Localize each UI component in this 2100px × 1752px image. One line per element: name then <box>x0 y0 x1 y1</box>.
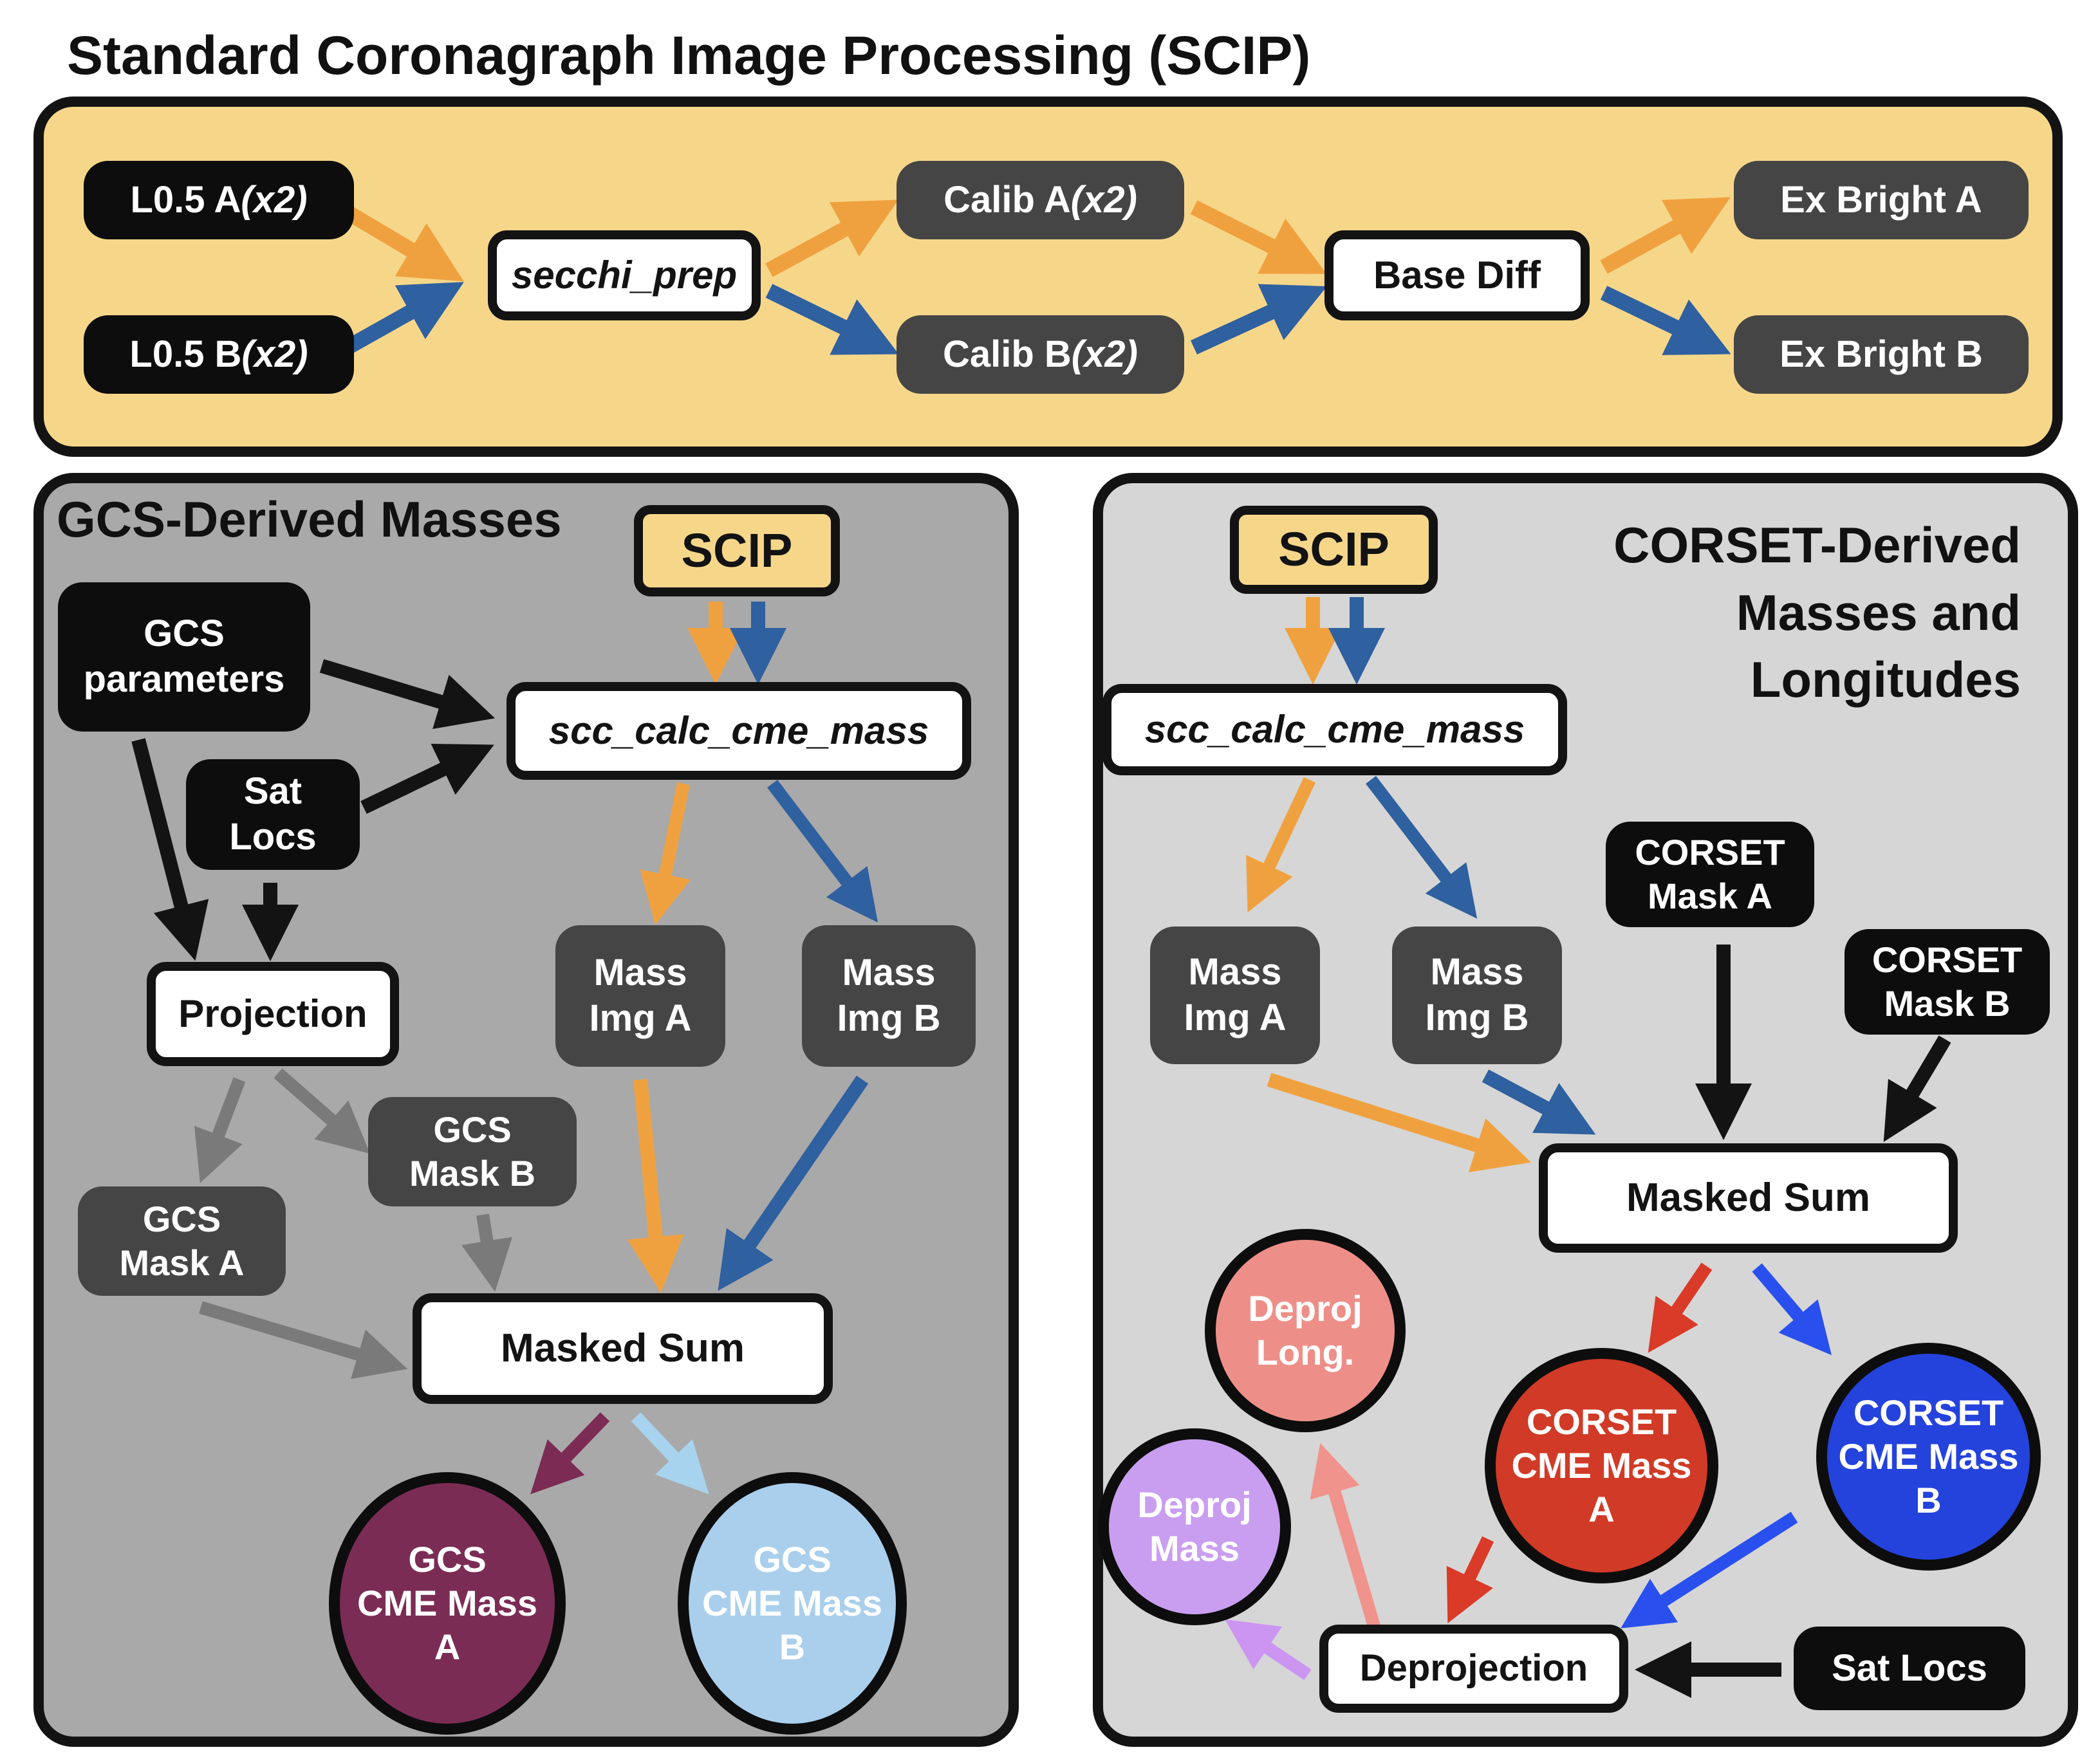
scip-right-label: SCIP <box>1278 522 1389 576</box>
deproj-long-line1: Deproj <box>1248 1287 1362 1329</box>
node-corset-mask-a: CORSET Mask A <box>1606 822 1814 927</box>
corset-cme-a-line3: A <box>1588 1489 1615 1530</box>
secchi-prep-label: secchi_prep <box>511 254 738 297</box>
calib-a-x2: (x2) <box>1070 178 1137 221</box>
node-ex-bright-a: Ex Bright A <box>1734 161 2029 239</box>
gcs-cme-b-line3: B <box>779 1627 806 1668</box>
node-ex-bright-b: Ex Bright B <box>1734 315 2029 394</box>
node-scc-calc-right: scc_calc_cme_mass <box>1102 684 1567 775</box>
corset-mask-b-line1: CORSET <box>1872 939 2023 980</box>
corset-mask-b-line2: Mask B <box>1884 983 2011 1024</box>
mass-img-b-left-line1: Mass <box>842 952 936 994</box>
node-secchi-prep: secchi_prep <box>488 230 761 320</box>
corset-header-line1: CORSET-Derived <box>1613 517 2021 573</box>
node-l05-a: L0.5 A (x2) <box>84 161 354 239</box>
node-scip-left: SCIP <box>634 505 840 596</box>
node-sat-locs-left: Sat Locs <box>186 759 360 870</box>
gcs-panel-header: GCS-Derived Masses <box>57 491 562 548</box>
masked-sum-left-label: Masked Sum <box>500 1326 745 1371</box>
node-scc-calc-left: scc_calc_cme_mass <box>506 682 971 780</box>
node-gcs-cme-mass-a: GCS CME Mass A <box>329 1472 566 1735</box>
scc-calc-left-label: scc_calc_cme_mass <box>548 709 929 753</box>
ex-bright-b-label: Ex Bright B <box>1779 333 1983 375</box>
scc-calc-right-label: scc_calc_cme_mass <box>1144 708 1525 752</box>
mass-img-a-right-line2: Img A <box>1184 997 1287 1038</box>
l05-b-label: L0.5 B <box>129 333 242 375</box>
node-gcs-mask-a: GCS Mask A <box>78 1186 286 1296</box>
masked-sum-right-label: Masked Sum <box>1626 1176 1871 1221</box>
mass-img-a-left-line1: Mass <box>593 952 687 994</box>
node-gcs-cme-mass-b: GCS CME Mass B <box>678 1472 907 1735</box>
mass-img-b-right-line2: Img B <box>1425 997 1529 1038</box>
corset-cme-b-line1: CORSET <box>1853 1392 2004 1433</box>
sat-locs-left-line1: Sat <box>243 770 302 813</box>
gcs-cme-a-line3: A <box>434 1627 461 1668</box>
node-mass-img-b-left: Mass Img B <box>802 925 976 1067</box>
gcs-mask-a-line2: Mask A <box>119 1242 245 1283</box>
node-l05-b: L0.5 B (x2) <box>84 315 354 394</box>
ex-bright-a-label: Ex Bright A <box>1780 178 1982 221</box>
gcs-cme-a-line1: GCS <box>408 1538 487 1580</box>
node-corset-cme-mass-b: CORSET CME Mass B <box>1816 1343 2041 1571</box>
scip-panel <box>33 97 2063 457</box>
gcs-parameters-line2: parameters <box>83 658 285 700</box>
node-projection: Projection <box>147 962 399 1066</box>
node-base-diff: Base Diff <box>1324 230 1590 320</box>
node-masked-sum-right: Masked Sum <box>1539 1143 1958 1253</box>
calib-a-label: Calib A <box>943 178 1071 221</box>
node-mass-img-b-right: Mass Img B <box>1392 927 1562 1064</box>
mass-img-b-right-line1: Mass <box>1430 951 1524 993</box>
node-masked-sum-left: Masked Sum <box>413 1293 833 1404</box>
node-gcs-mask-b: GCS Mask B <box>368 1097 577 1206</box>
projection-label: Projection <box>178 992 367 1036</box>
node-deproj-mass: Deproj Mass <box>1098 1428 1291 1625</box>
scip-left-label: SCIP <box>681 523 793 577</box>
node-deprojection: Deprojection <box>1319 1625 1628 1713</box>
gcs-parameters-line1: GCS <box>144 613 225 655</box>
deproj-long-line2: Long. <box>1256 1332 1355 1372</box>
gcs-cme-b-line2: CME Mass <box>702 1582 883 1623</box>
node-mass-img-a-left: Mass Img A <box>555 925 725 1067</box>
deprojection-label: Deprojection <box>1359 1647 1588 1690</box>
mass-img-a-left-line2: Img A <box>589 997 692 1039</box>
node-gcs-parameters: GCS parameters <box>58 582 310 732</box>
node-corset-cme-mass-a: CORSET CME Mass A <box>1485 1348 1718 1583</box>
deproj-mass-line2: Mass <box>1149 1528 1240 1569</box>
corset-mask-a-line2: Mask A <box>1647 876 1772 916</box>
gcs-mask-b-line1: GCS <box>433 1109 512 1150</box>
l05-b-x2: (x2) <box>241 333 308 375</box>
gcs-mask-b-line2: Mask B <box>409 1153 536 1194</box>
corset-cme-a-line2: CME Mass <box>1511 1444 1692 1486</box>
node-calib-b: Calib B (x2) <box>897 315 1184 394</box>
corset-cme-b-line2: CME Mass <box>1838 1435 2019 1477</box>
mass-img-a-right-line1: Mass <box>1188 951 1282 993</box>
gcs-cme-b-line1: GCS <box>753 1538 832 1580</box>
l05-a-label: L0.5 A <box>130 178 241 221</box>
calib-b-label: Calib B <box>943 333 1072 375</box>
corset-mask-a-line1: CORSET <box>1635 831 1785 872</box>
node-corset-mask-b: CORSET Mask B <box>1844 929 2050 1035</box>
page-title: Standard Coronagraph Image Processing (S… <box>67 25 1311 86</box>
deproj-mass-line1: Deproj <box>1137 1484 1252 1525</box>
node-scip-right: SCIP <box>1230 506 1438 594</box>
mass-img-b-left-line2: Img B <box>837 997 941 1039</box>
corset-header-line3: Longitudes <box>1750 651 2021 708</box>
l05-a-x2: (x2) <box>241 178 308 221</box>
node-mass-img-a-right: Mass Img A <box>1150 927 1320 1064</box>
gcs-mask-a-line1: GCS <box>142 1198 221 1239</box>
corset-header-line2: Masses and <box>1736 584 2021 641</box>
corset-panel-header: CORSET-Derived Masses and Longitudes <box>1545 512 2021 714</box>
sat-locs-right-label: Sat Locs <box>1832 1646 1987 1689</box>
node-sat-locs-right: Sat Locs <box>1794 1627 2025 1710</box>
sat-locs-left-line2: Locs <box>229 816 317 858</box>
base-diff-label: Base Diff <box>1373 254 1541 297</box>
corset-cme-b-line3: B <box>1915 1480 1942 1521</box>
gcs-cme-a-line2: CME Mass <box>357 1582 538 1623</box>
node-deproj-long: Deproj Long. <box>1205 1229 1406 1432</box>
corset-cme-a-line1: CORSET <box>1526 1401 1677 1442</box>
calib-b-x2: (x2) <box>1071 333 1138 375</box>
node-calib-a: Calib A (x2) <box>897 161 1184 239</box>
